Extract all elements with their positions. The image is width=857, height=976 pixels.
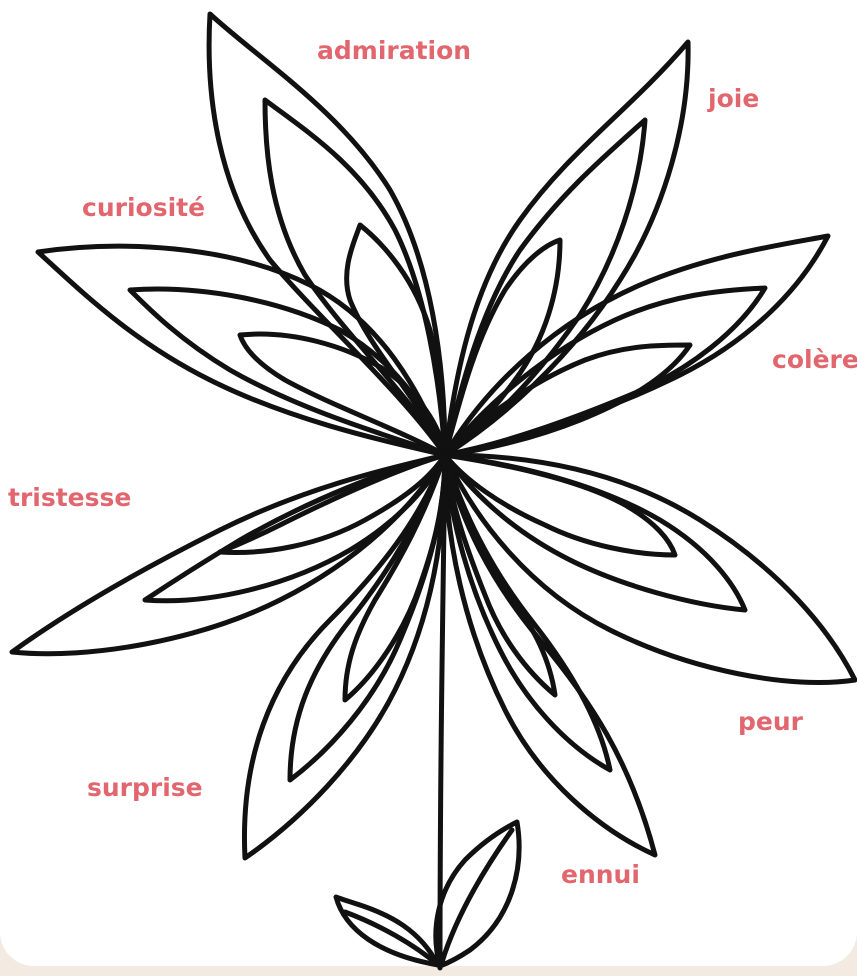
petal-peur — [445, 455, 855, 683]
petal-joie — [445, 42, 688, 455]
label-surprise: surprise — [87, 775, 203, 800]
petal-colere — [445, 236, 828, 455]
label-joie: joie — [708, 86, 759, 111]
label-peur: peur — [738, 709, 803, 734]
label-tristesse: tristesse — [8, 485, 131, 510]
label-admiration: admiration — [317, 38, 471, 63]
label-colere: colère — [772, 347, 857, 372]
label-ennui: ennui — [561, 862, 640, 887]
petal-surprise — [244, 455, 445, 858]
label-curiosite: curiosité — [82, 195, 205, 220]
petal-curiosite — [38, 246, 445, 455]
